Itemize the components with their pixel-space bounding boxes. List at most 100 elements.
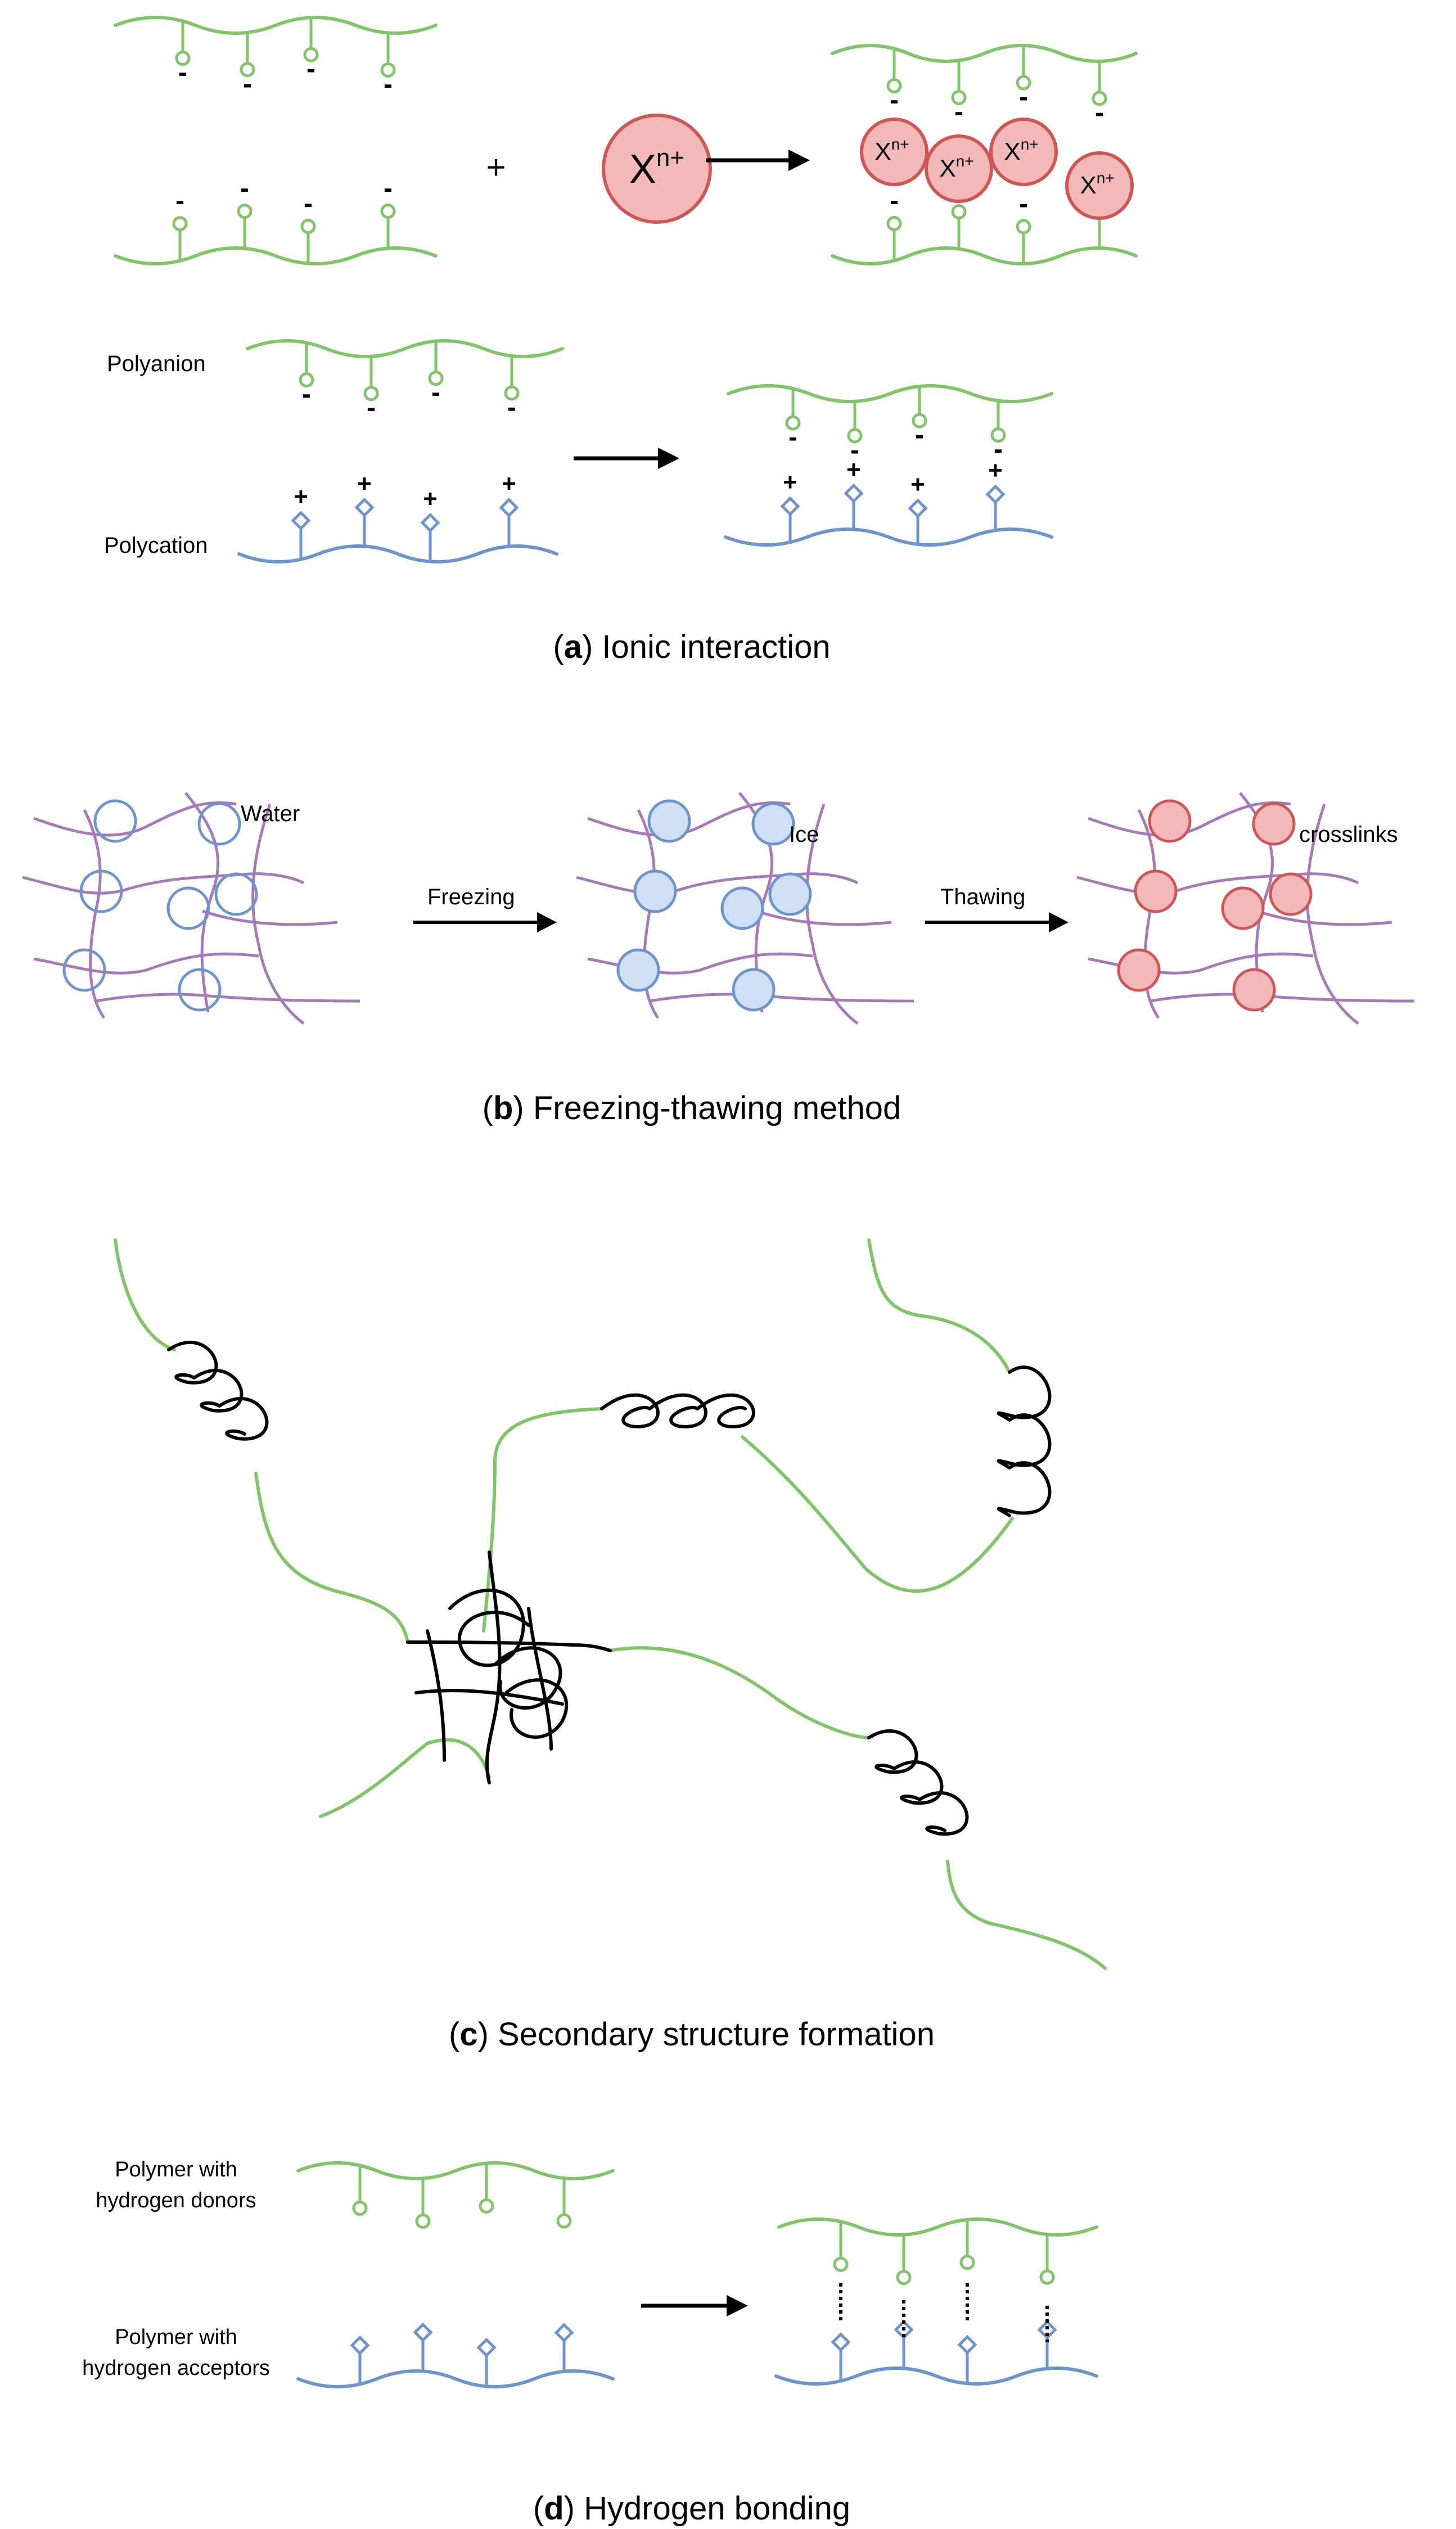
network-node (93, 799, 137, 843)
negative-charge: - (304, 189, 313, 219)
ion-circle (989, 118, 1058, 186)
panel-b-networks (22, 792, 1415, 1025)
pendant-circle (363, 386, 379, 402)
pendant-circle (556, 2213, 572, 2229)
ion-circle (1065, 151, 1134, 220)
pendant-circle (504, 385, 520, 401)
pendant-diamond (476, 2337, 497, 2357)
tangle-strand (414, 1689, 564, 1706)
network-node (214, 872, 258, 916)
backbone (296, 2161, 615, 2180)
ion-text: Xn+ (874, 136, 909, 165)
ion-charge: n+ (1097, 169, 1115, 187)
pendant-circle (1016, 219, 1031, 235)
ion-text: Xn+ (1080, 169, 1114, 199)
loop-path (867, 1729, 969, 1836)
panel-a-chains: --------------------++++----++++ (114, 16, 1138, 563)
loop-cluster-top (600, 1393, 755, 1428)
pendant-diamond (350, 2335, 370, 2355)
thawing-arrow-icon (925, 912, 1069, 932)
loop-cluster-right (997, 1365, 1052, 1517)
polymer-strand (202, 909, 338, 926)
polyanion-chain-bound: ---- (727, 384, 1053, 465)
negative-charge: - (1019, 189, 1028, 219)
network-node (633, 869, 677, 913)
ion-symbol: X (1004, 138, 1020, 165)
panel-d-chains (296, 2161, 1098, 2388)
tangle-strand (406, 1640, 612, 1652)
loop-clusters (167, 1341, 1052, 1836)
ice-label: Ice (789, 822, 819, 847)
hydrogel-network (1076, 792, 1415, 1025)
polycation-label: Polycation (104, 533, 208, 558)
acceptor-label-line-2: hydrogen acceptors (82, 2356, 270, 2380)
ion-charge: n+ (956, 152, 974, 170)
network-node (197, 802, 241, 846)
pendant-circle (479, 2198, 494, 2214)
pendant-circle (896, 2270, 912, 2285)
pendant-diamond (554, 2323, 574, 2343)
caption-a: (a) Ionic interaction (553, 629, 830, 665)
metal-ion-label: Xn+ (629, 144, 684, 192)
network-node (1269, 872, 1313, 916)
polycation-chain: ++++ (237, 470, 558, 563)
hydrogel-network (22, 792, 360, 1025)
polymer-strand (756, 909, 892, 926)
polymer-strand (33, 801, 237, 837)
network-node (79, 869, 123, 913)
positive-charge: + (294, 483, 308, 511)
anionic-chain-bottom: ---- (114, 174, 438, 265)
negative-charge: - (850, 435, 859, 465)
pendant-circle (951, 89, 967, 105)
pendant-circle (990, 427, 1006, 443)
negative-charge: - (384, 174, 393, 204)
loop-cluster-left (167, 1341, 269, 1441)
polymer-strand (649, 993, 914, 1003)
ion-circle (925, 134, 993, 203)
polymer-strand (805, 804, 859, 1025)
tangle-strand (504, 1678, 569, 1739)
pendant-circle (951, 204, 967, 220)
network-node (616, 948, 660, 992)
positive-charge: + (910, 471, 925, 498)
pendant-diamond (291, 511, 311, 531)
backbone (831, 44, 1138, 63)
pendant-diamond (831, 2332, 851, 2352)
hydrogel-network (576, 792, 914, 1025)
polymer-strand (1306, 804, 1359, 1025)
negative-charge: - (243, 69, 252, 99)
tangle-strand (485, 1550, 502, 1784)
pendant-circle (380, 204, 396, 219)
caption-b: (b) Freezing-thawing method (483, 1090, 901, 1126)
ion-charge: n+ (1021, 136, 1039, 153)
negative-charge: - (431, 378, 440, 408)
pendant-diamond (908, 498, 928, 519)
negative-charge: - (915, 420, 924, 450)
crosslinks-label: crosslinks (1299, 822, 1398, 847)
negative-charge: - (175, 186, 184, 216)
backbone (774, 2366, 1098, 2386)
negative-charge: - (302, 380, 311, 409)
polymer-strand (33, 952, 259, 975)
backbone (777, 2217, 1098, 2237)
negative-charge: - (1019, 82, 1028, 112)
polymer-strand (576, 872, 859, 895)
pendant-circle (833, 2256, 849, 2272)
ion-circle (860, 118, 928, 186)
backbone (237, 544, 558, 563)
network-node (647, 799, 691, 843)
network-node (751, 802, 795, 846)
network-node (166, 886, 210, 930)
negative-charge: - (507, 393, 516, 422)
negative-charge: - (954, 97, 963, 127)
polymer-strand (587, 801, 791, 837)
pendant-circle (240, 62, 255, 78)
pendant-circle (352, 2201, 368, 2216)
pendant-diamond (354, 497, 375, 517)
negative-charge: - (306, 54, 315, 84)
panel-c-secondary-structure: (c) Secondary structure formation (114, 1238, 1107, 2053)
complexed-ion: Xn+ (860, 118, 928, 186)
complexed-ions: Xn+Xn+Xn+Xn+ (860, 118, 1134, 220)
